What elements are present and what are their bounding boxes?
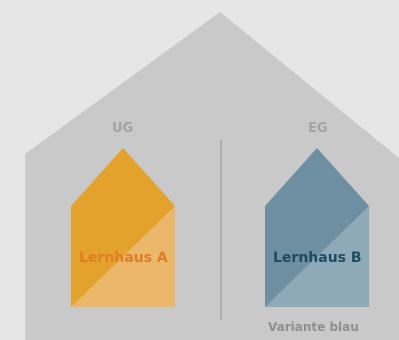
floor-label-eg: EG [308,121,328,136]
house-a-label: Lernhaus A [79,250,168,266]
house-a-shape [71,148,175,307]
floor-label-ug: UG [112,121,134,136]
house-b-shape [265,148,369,307]
variant-label: Variante blau [268,320,359,334]
house-b-label: Lernhaus B [273,250,362,266]
